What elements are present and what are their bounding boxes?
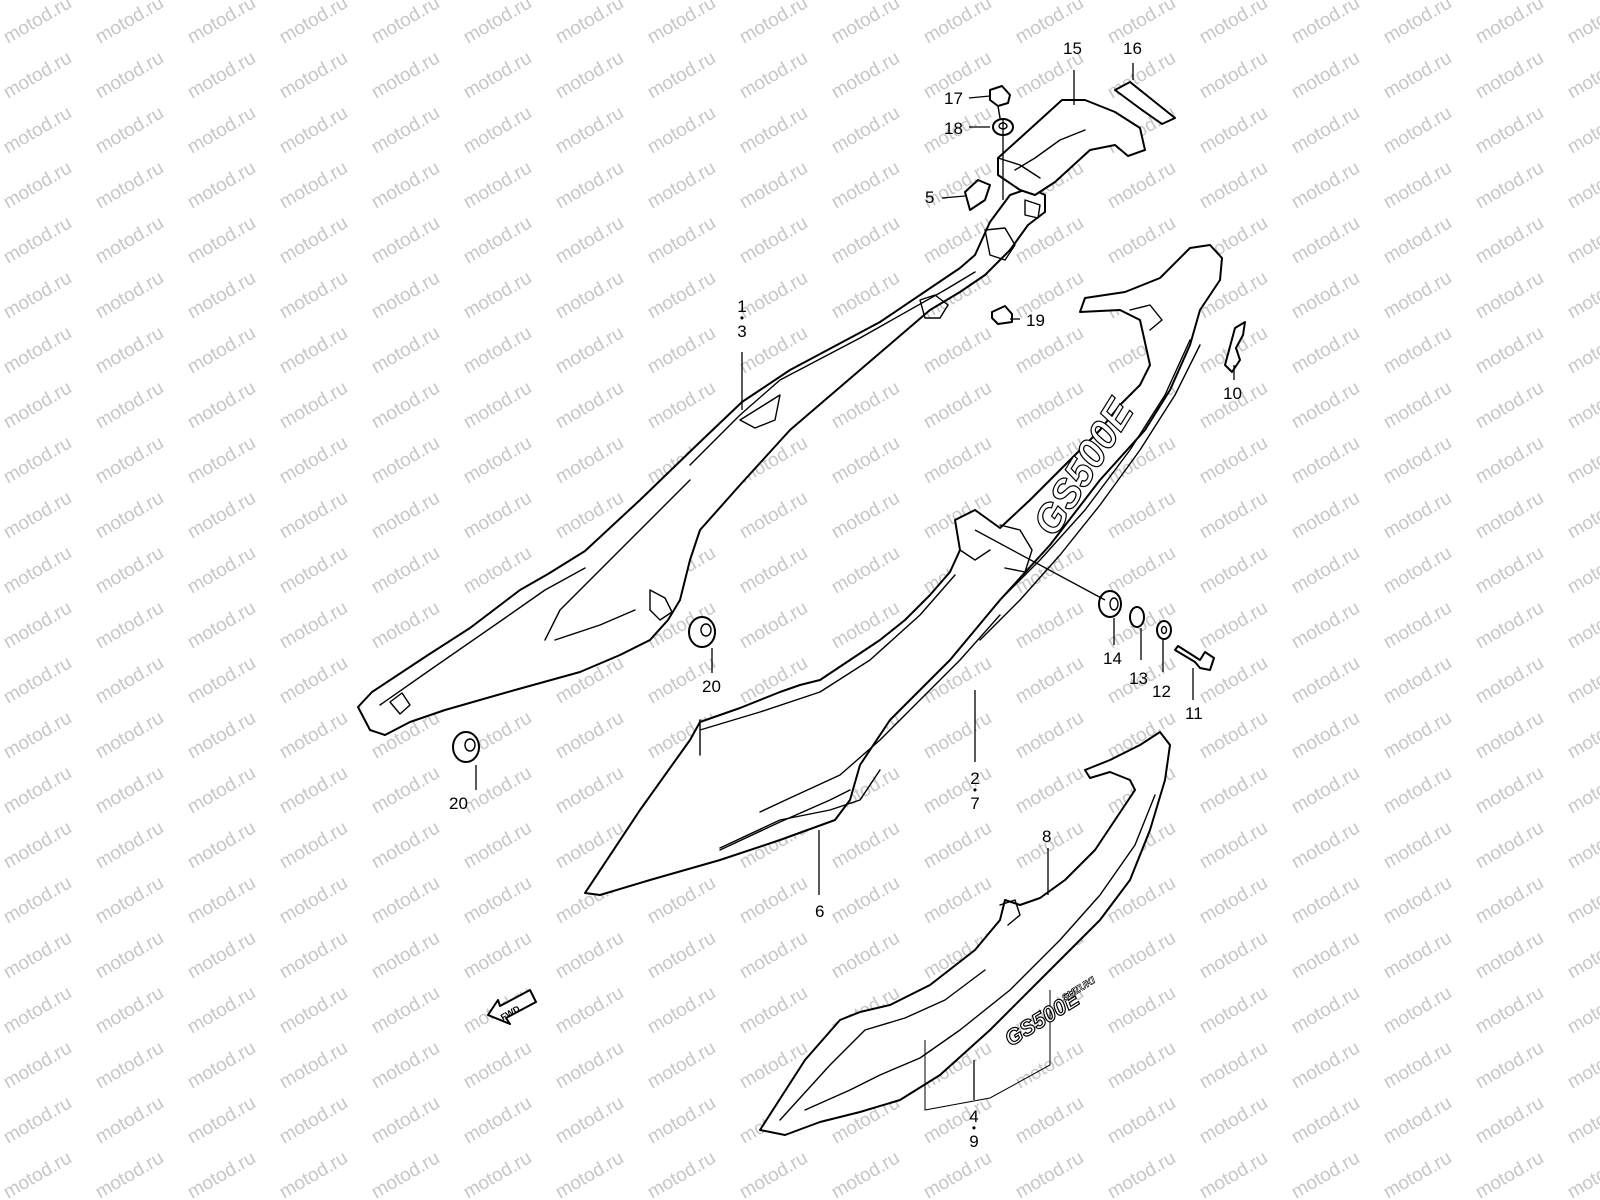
callout-7: 7 xyxy=(970,794,980,813)
callout-1-3: 1•3 xyxy=(737,297,747,341)
tail-decal-strip xyxy=(1114,81,1176,125)
callout-20-lower: 20 xyxy=(449,794,468,813)
washer-12 xyxy=(1156,620,1172,640)
grommet-20-lower xyxy=(452,731,480,763)
callout-18: 18 xyxy=(944,119,963,138)
callout-4: 4 xyxy=(969,1107,979,1126)
collar-13 xyxy=(1129,606,1145,628)
callout-17: 17 xyxy=(944,89,963,108)
lower-decal-box xyxy=(924,990,1051,1111)
callout-14: 14 xyxy=(1103,649,1122,668)
grommet-20-upper xyxy=(688,616,716,648)
tail-bracket xyxy=(997,99,1146,196)
callout-20-upper: 20 xyxy=(702,677,721,696)
callout-6: 6 xyxy=(815,902,825,921)
screw xyxy=(989,85,1011,119)
callout-19: 19 xyxy=(1026,311,1045,330)
callout-2-7: 2•7 xyxy=(970,769,980,813)
side-emblem xyxy=(1224,321,1246,373)
fwd-arrow-icon xyxy=(487,989,537,1025)
frame-cover-upper xyxy=(357,187,1046,736)
callout-10: 10 xyxy=(1223,384,1242,403)
leader-lines xyxy=(475,63,1235,1100)
callout-2: 2 xyxy=(970,769,980,788)
callout-4-9: 4•9 xyxy=(969,1107,979,1151)
callout-15: 15 xyxy=(1063,39,1082,58)
frame-cover-lower xyxy=(759,731,1171,1136)
bolt-11 xyxy=(1174,645,1215,671)
callout-16: 16 xyxy=(1123,39,1142,58)
frame-cover-right xyxy=(584,244,1223,896)
clip xyxy=(964,179,991,211)
stripe-decal xyxy=(719,769,881,849)
grommet-14 xyxy=(1098,590,1122,618)
callout-1: 1 xyxy=(737,297,747,316)
callout-12: 12 xyxy=(1152,682,1171,701)
callout-11: 11 xyxy=(1185,704,1203,723)
callout-13: 13 xyxy=(1129,669,1148,688)
callout-3: 3 xyxy=(737,322,747,341)
callout-5: 5 xyxy=(925,188,935,207)
callout-9: 9 xyxy=(969,1132,979,1151)
callout-8: 8 xyxy=(1042,827,1052,846)
rubber-pad xyxy=(991,305,1013,325)
